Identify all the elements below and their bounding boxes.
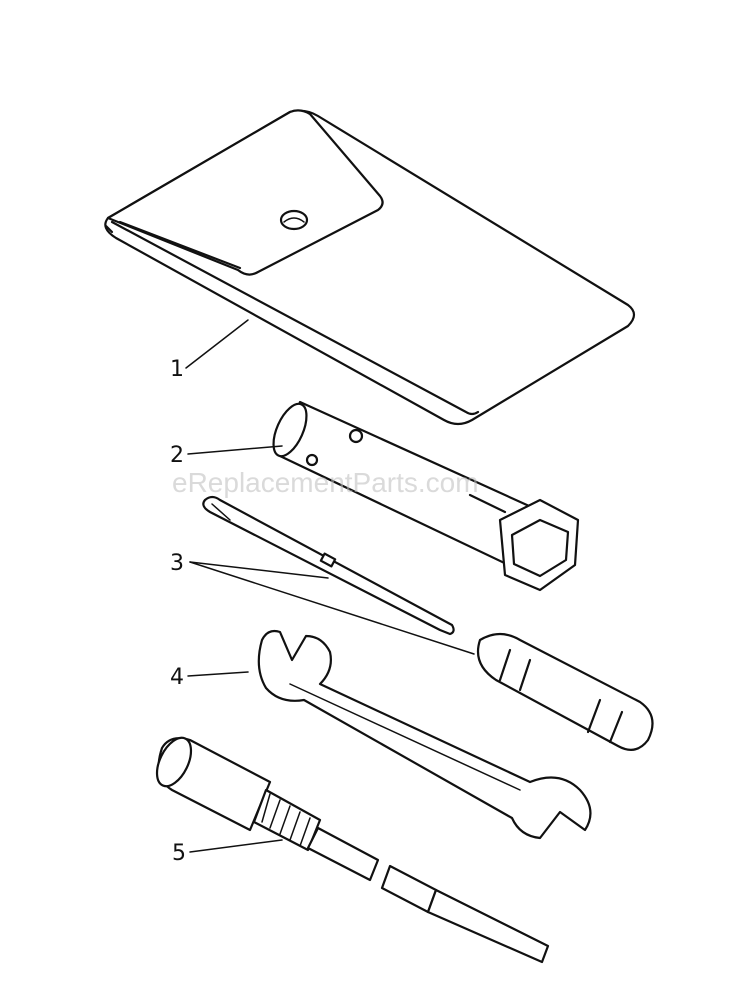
callout-1: 1 — [170, 357, 184, 382]
open-end-wrench — [257, 629, 592, 840]
callout-3: 3 — [170, 551, 184, 576]
tool-pouch — [104, 109, 636, 426]
extension-bar — [155, 736, 550, 964]
leader-lines — [185, 319, 475, 853]
callout-4: 4 — [170, 665, 184, 690]
spark-plug-wrench — [272, 400, 580, 592]
callout-5: 5 — [172, 841, 186, 866]
screwdriver-set — [202, 495, 654, 751]
callout-2: 2 — [170, 443, 184, 468]
watermark: eReplacementParts.com — [172, 467, 479, 498]
